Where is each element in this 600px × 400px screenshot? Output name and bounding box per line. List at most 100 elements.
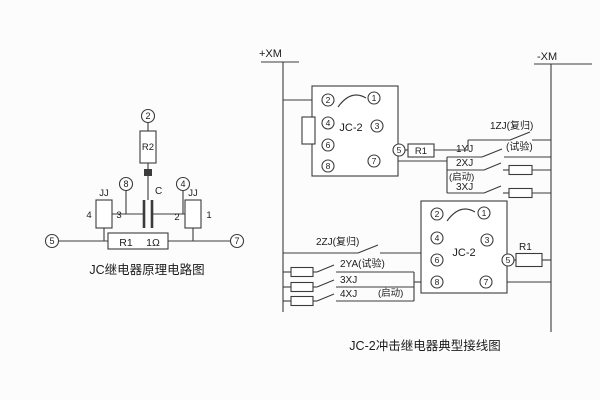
unit2-contact-arc <box>446 208 476 222</box>
unit2-wires <box>283 200 551 307</box>
resistor-3xj <box>508 187 533 199</box>
contact-blade-1yj <box>481 148 503 158</box>
unit2-terminal-2: 2 <box>430 207 444 221</box>
svg-text:2: 2 <box>145 111 150 121</box>
unit2-terminal-3: 3 <box>480 233 494 247</box>
resistor-2xj <box>508 164 533 176</box>
wiring-diagram: +XM -XM <box>259 48 592 353</box>
svg-text:6: 6 <box>435 255 440 265</box>
contact-blade-2xj <box>483 162 502 171</box>
contact-blade-1zj <box>509 131 531 141</box>
principle-diagram: 2 8 4 5 7 R2 C JJ JJ 4 3 2 1 R1 1Ω JC继电器… <box>44 108 245 277</box>
unit1-terminal-2: 2 <box>321 93 335 107</box>
svg-text:8: 8 <box>435 277 440 287</box>
jj-coil-right <box>184 199 202 229</box>
unit2-r1-resistor <box>515 252 543 268</box>
unit2-labels: JC-2 R1 2ZJ(复归) 2YA(试验) 3XJ (启动) 4XJ <box>316 235 532 300</box>
terminal-8: 8 <box>118 176 134 192</box>
svg-text:3: 3 <box>375 121 380 131</box>
terminal-7: 7 <box>229 233 245 249</box>
contact-label-1zj: 1ZJ(复归) <box>490 119 533 132</box>
svg-text:3: 3 <box>485 235 490 245</box>
unit2-name: JC-2 <box>452 247 475 259</box>
unit1-name: JC-2 <box>339 122 362 134</box>
r1-label: R1 <box>119 237 133 249</box>
unit2-terminal-6: 6 <box>430 253 444 267</box>
jj-right-label: JJ <box>188 188 198 199</box>
pin-3-label: 3 <box>116 210 121 221</box>
svg-text:7: 7 <box>234 236 239 246</box>
unit2-r1-label: R1 <box>519 242 532 253</box>
contact-blade-4xj <box>316 293 335 302</box>
svg-text:7: 7 <box>372 156 377 166</box>
principle-wires <box>58 122 231 250</box>
contact-label-2xj: 2XJ <box>456 158 473 169</box>
svg-text:4: 4 <box>180 179 185 189</box>
pin-4-label: 4 <box>86 210 91 221</box>
resistor-2ya <box>290 266 314 278</box>
jj-left-label: JJ <box>99 188 109 199</box>
svg-text:5: 5 <box>49 236 54 246</box>
unit1-contact-arc <box>337 94 367 108</box>
pin-1-label: 1 <box>206 210 211 221</box>
unit2-terminal-5: 5 <box>501 253 515 267</box>
r1-value: 1Ω <box>146 237 160 249</box>
jj-coil-left <box>95 199 113 229</box>
unit2-terminal-8: 8 <box>430 275 444 289</box>
pin-2-label: 2 <box>174 212 179 223</box>
svg-text:4: 4 <box>435 233 440 243</box>
svg-text:1: 1 <box>482 208 487 218</box>
terminal-4: 4 <box>175 176 191 192</box>
contact-label-3xj: 3XJ <box>456 182 473 193</box>
contact-label-4xj: 4XJ <box>340 289 357 300</box>
svg-text:4: 4 <box>326 118 331 128</box>
resistor-u2-3xj <box>290 281 314 293</box>
unit1-labels: JC-2 R1 1ZJ(复归) 1YJ (试验) 2XJ (启动) 3XJ <box>339 119 533 193</box>
unit1-r1-label: R1 <box>415 146 427 157</box>
svg-text:7: 7 <box>484 277 489 287</box>
contact-blade-3xj <box>483 185 502 194</box>
unit1-terminal-7: 7 <box>367 154 381 168</box>
unit1-terminal-6: 6 <box>321 138 335 152</box>
positive-bus-label: +XM <box>259 48 282 60</box>
contact-label-2zj: 2ZJ(复归) <box>316 235 359 248</box>
unit1-terminal-5: 5 <box>392 143 406 157</box>
unit2-terminal-4: 4 <box>430 231 444 245</box>
unit1-terminal-1: 1 <box>367 91 381 105</box>
contact-blade-2zj <box>357 244 379 254</box>
svg-text:1: 1 <box>372 93 377 103</box>
svg-text:8: 8 <box>326 161 331 171</box>
contact-blade-2ya <box>316 264 335 273</box>
contact-label-u2-3xj: 3XJ <box>340 275 357 286</box>
svg-text:6: 6 <box>326 140 331 150</box>
contact-label-2ya: 2YA(试验) <box>340 257 385 270</box>
principle-labels: R2 C JJ JJ 4 3 2 1 R1 1Ω JC继电器原理电路图 <box>86 142 211 277</box>
svg-text:2: 2 <box>435 209 440 219</box>
capacitor-label: C <box>155 186 162 197</box>
start-label-unit2: (启动) <box>378 287 403 299</box>
svg-text:8: 8 <box>123 179 128 189</box>
svg-text:5: 5 <box>397 145 402 155</box>
bus-lines <box>261 61 592 332</box>
svg-text:5: 5 <box>506 255 511 265</box>
terminal-2: 2 <box>140 108 156 124</box>
unit1-side-resistor <box>301 116 316 145</box>
unit2-terminal-1: 1 <box>477 206 491 220</box>
svg-text:2: 2 <box>326 95 331 105</box>
unit1-terminal-8: 8 <box>321 159 335 173</box>
contact-blade-u2-3xj <box>316 279 335 288</box>
junction-node <box>144 169 152 176</box>
unit1-terminal-4: 4 <box>321 116 335 130</box>
resistor-4xj <box>290 295 314 307</box>
negative-bus-label: -XM <box>537 51 557 63</box>
r2-label: R2 <box>142 142 154 153</box>
wiring-caption: JC-2冲击继电器典型接线图 <box>349 338 500 353</box>
principle-caption: JC继电器原理电路图 <box>89 262 204 277</box>
contact-label-1yj: 1YJ <box>456 144 473 155</box>
start-label-unit1: (启动) <box>449 171 474 183</box>
unit2-terminal-7: 7 <box>479 275 493 289</box>
terminal-5: 5 <box>44 233 60 249</box>
unit1-terminal-3: 3 <box>370 119 384 133</box>
